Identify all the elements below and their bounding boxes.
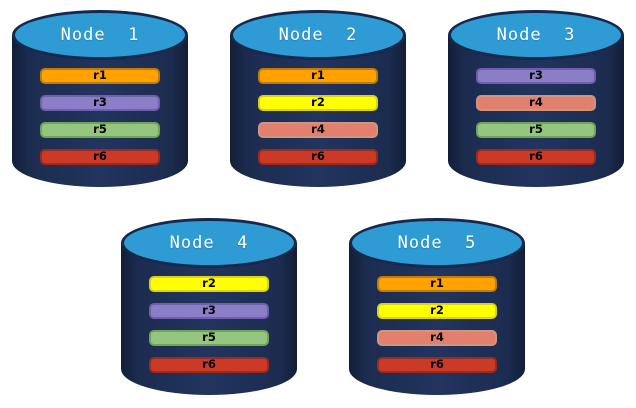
replica-bar-label: r1 — [430, 276, 444, 291]
replica-bar-label: r4 — [311, 122, 325, 137]
replica-bar-r1: r1 — [377, 276, 497, 292]
replica-bar-label: r2 — [430, 303, 444, 318]
replica-bar-r6: r6 — [40, 149, 160, 165]
replica-bar-r4: r4 — [258, 122, 378, 138]
replica-bar-label: r1 — [93, 68, 107, 83]
node-cylinder-5: r1 r2 r4 r6 Node 5 — [349, 218, 525, 395]
node-row-bottom: r2 r3 r5 r6 Node 4 r1 r2 r4 r6 Node 5 — [0, 218, 636, 395]
node-title: Node 4 — [169, 233, 249, 253]
replica-bar-r2: r2 — [377, 303, 497, 319]
replica-bar-r5: r5 — [40, 122, 160, 138]
node-title: Node 2 — [278, 25, 358, 45]
replica-bar-label: r4 — [430, 330, 444, 345]
replica-bar-r6: r6 — [377, 357, 497, 373]
node-cylinder-4: r2 r3 r5 r6 Node 4 — [121, 218, 297, 395]
cylinder-top-ellipse: Node 1 — [12, 10, 188, 60]
replica-bar-label: r6 — [311, 149, 325, 164]
node-title: Node 5 — [397, 233, 477, 253]
replica-bar-r3: r3 — [149, 303, 269, 319]
replica-bar-label: r6 — [529, 149, 543, 164]
node-title: Node 1 — [60, 25, 140, 45]
replica-bar-r6: r6 — [258, 149, 378, 165]
replica-bar-label: r6 — [430, 357, 444, 372]
node-title: Node 3 — [496, 25, 576, 45]
replica-list: r1 r3 r5 r6 — [12, 68, 188, 165]
replica-bar-label: r2 — [311, 95, 325, 110]
replica-bar-r3: r3 — [476, 68, 596, 84]
replica-bar-r5: r5 — [476, 122, 596, 138]
replica-list: r1 r2 r4 r6 — [349, 276, 525, 373]
replica-bar-r3: r3 — [40, 95, 160, 111]
replica-bar-label: r3 — [93, 95, 107, 110]
replica-list: r3 r4 r5 r6 — [448, 68, 624, 165]
replica-bar-r1: r1 — [40, 68, 160, 84]
replica-bar-r2: r2 — [149, 276, 269, 292]
node-cylinder-2: r1 r2 r4 r6 Node 2 — [230, 10, 406, 187]
cylinder-top-ellipse: Node 5 — [349, 218, 525, 268]
replica-bar-label: r3 — [529, 68, 543, 83]
replica-bar-label: r5 — [93, 122, 107, 137]
replica-bar-label: r5 — [202, 330, 216, 345]
replica-bar-label: r6 — [202, 357, 216, 372]
node-row-top: r1 r3 r5 r6 Node 1 r1 r2 r4 r6 Node 2 r3 r4 r5 r6… — [0, 0, 636, 187]
replica-bar-r2: r2 — [258, 95, 378, 111]
replica-bar-r6: r6 — [149, 357, 269, 373]
replica-list: r2 r3 r5 r6 — [121, 276, 297, 373]
cylinder-top-ellipse: Node 3 — [448, 10, 624, 60]
replica-bar-label: r6 — [93, 149, 107, 164]
replica-bar-label: r1 — [311, 68, 325, 83]
replica-bar-r1: r1 — [258, 68, 378, 84]
replica-bar-r4: r4 — [476, 95, 596, 111]
replica-bar-r4: r4 — [377, 330, 497, 346]
replica-bar-label: r4 — [529, 95, 543, 110]
cylinder-top-ellipse: Node 4 — [121, 218, 297, 268]
replica-bar-label: r3 — [202, 303, 216, 318]
replica-list: r1 r2 r4 r6 — [230, 68, 406, 165]
node-cylinder-1: r1 r3 r5 r6 Node 1 — [12, 10, 188, 187]
replica-bar-r6: r6 — [476, 149, 596, 165]
cylinder-top-ellipse: Node 2 — [230, 10, 406, 60]
replica-bar-label: r5 — [529, 122, 543, 137]
node-cylinder-3: r3 r4 r5 r6 Node 3 — [448, 10, 624, 187]
replica-bar-label: r2 — [202, 276, 216, 291]
replica-bar-r5: r5 — [149, 330, 269, 346]
